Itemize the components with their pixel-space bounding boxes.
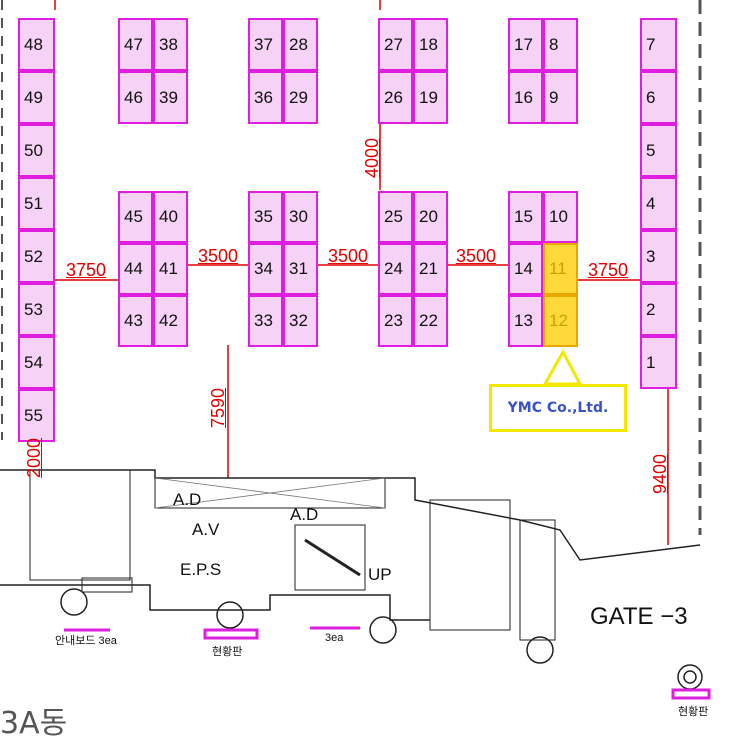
booth-25: 25 (378, 191, 413, 243)
booth-55: 55 (18, 389, 55, 442)
label-status-board-2: 현황판 (678, 706, 709, 718)
booth-17: 17 (508, 18, 543, 71)
booth-6: 6 (640, 71, 677, 124)
booth-26: 26 (378, 71, 413, 124)
label-av: A.V (192, 520, 220, 539)
booth-47: 47 (118, 18, 153, 71)
floor-plan-lines (0, 0, 711, 700)
booth-13: 13 (508, 295, 543, 347)
booth-48: 48 (18, 18, 55, 71)
booth-16: 16 (508, 71, 543, 124)
booth-45: 45 (118, 191, 153, 243)
booth-8: 8 (543, 18, 578, 71)
booth-10: 10 (543, 191, 578, 243)
dimension-vertical-top: 4000 (362, 137, 382, 178)
booth-35: 35 (248, 191, 283, 243)
booth-39: 39 (153, 71, 188, 124)
label-up: UP (368, 565, 392, 584)
label-ad-1: A.D (173, 490, 202, 509)
booth-2: 2 (640, 283, 677, 336)
booth-44: 44 (118, 243, 153, 295)
booth-51: 51 (18, 177, 55, 230)
booth-31: 31 (283, 243, 318, 295)
booth-15: 15 (508, 191, 543, 243)
booth-53: 53 (18, 283, 55, 336)
booth-12: 12 (543, 295, 578, 347)
booth-38: 38 (153, 18, 188, 71)
booth-22: 22 (413, 295, 448, 347)
label-info-board: 안내보드 3ea (55, 635, 117, 647)
dimension-vertical-left: 2000 (24, 437, 44, 478)
booth-19: 19 (413, 71, 448, 124)
booth-21: 21 (413, 243, 448, 295)
booth-27: 27 (378, 18, 413, 71)
booth-11: 11 (543, 243, 578, 295)
booth-42: 42 (153, 295, 188, 347)
booth-46: 46 (118, 71, 153, 124)
dimension-vertical-mid: 7590 (208, 387, 228, 428)
booth-49: 49 (18, 71, 55, 124)
booth-36: 36 (248, 71, 283, 124)
booth-4: 4 (640, 177, 677, 230)
booth-43: 43 (118, 295, 153, 347)
booth-34: 34 (248, 243, 283, 295)
booth-1: 1 (640, 336, 677, 389)
booth-14: 14 (508, 243, 543, 295)
booth-41: 41 (153, 243, 188, 295)
dimension-aisle-left: 3750 (66, 260, 107, 280)
dimension-vertical-right: 9400 (650, 453, 670, 494)
booth-3: 3 (640, 230, 677, 283)
booth-23: 23 (378, 295, 413, 347)
dimension-aisle-3: 3500 (456, 246, 497, 266)
booth-32: 32 (283, 295, 318, 347)
booth-28: 28 (283, 18, 318, 71)
booth-37: 37 (248, 18, 283, 71)
label-eps: E.P.S (180, 560, 222, 579)
label-status-board-1: 현황판 (212, 646, 243, 658)
gate-label: GATE −3 (590, 603, 688, 630)
label-board-3ea: 3ea (325, 632, 344, 644)
booth-54: 54 (18, 336, 55, 389)
label-ad-2: A.D (290, 505, 319, 524)
booth-33: 33 (248, 295, 283, 347)
booth-29: 29 (283, 71, 318, 124)
hall-title-fragment: 3A동 (0, 706, 68, 741)
booth-9: 9 (543, 71, 578, 124)
dimension-aisle-2: 3500 (328, 246, 369, 266)
booth-40: 40 (153, 191, 188, 243)
exhibitor-callout: YMC Co.,Ltd. (489, 384, 627, 432)
dimension-aisle-right: 3750 (588, 260, 629, 280)
booth-30: 30 (283, 191, 318, 243)
booth-52: 52 (18, 230, 55, 283)
booth-24: 24 (378, 243, 413, 295)
booth-18: 18 (413, 18, 448, 71)
dimension-aisle-1: 3500 (198, 246, 239, 266)
booth-5: 5 (640, 124, 677, 177)
booth-7: 7 (640, 18, 677, 71)
booth-50: 50 (18, 124, 55, 177)
booth-20: 20 (413, 191, 448, 243)
